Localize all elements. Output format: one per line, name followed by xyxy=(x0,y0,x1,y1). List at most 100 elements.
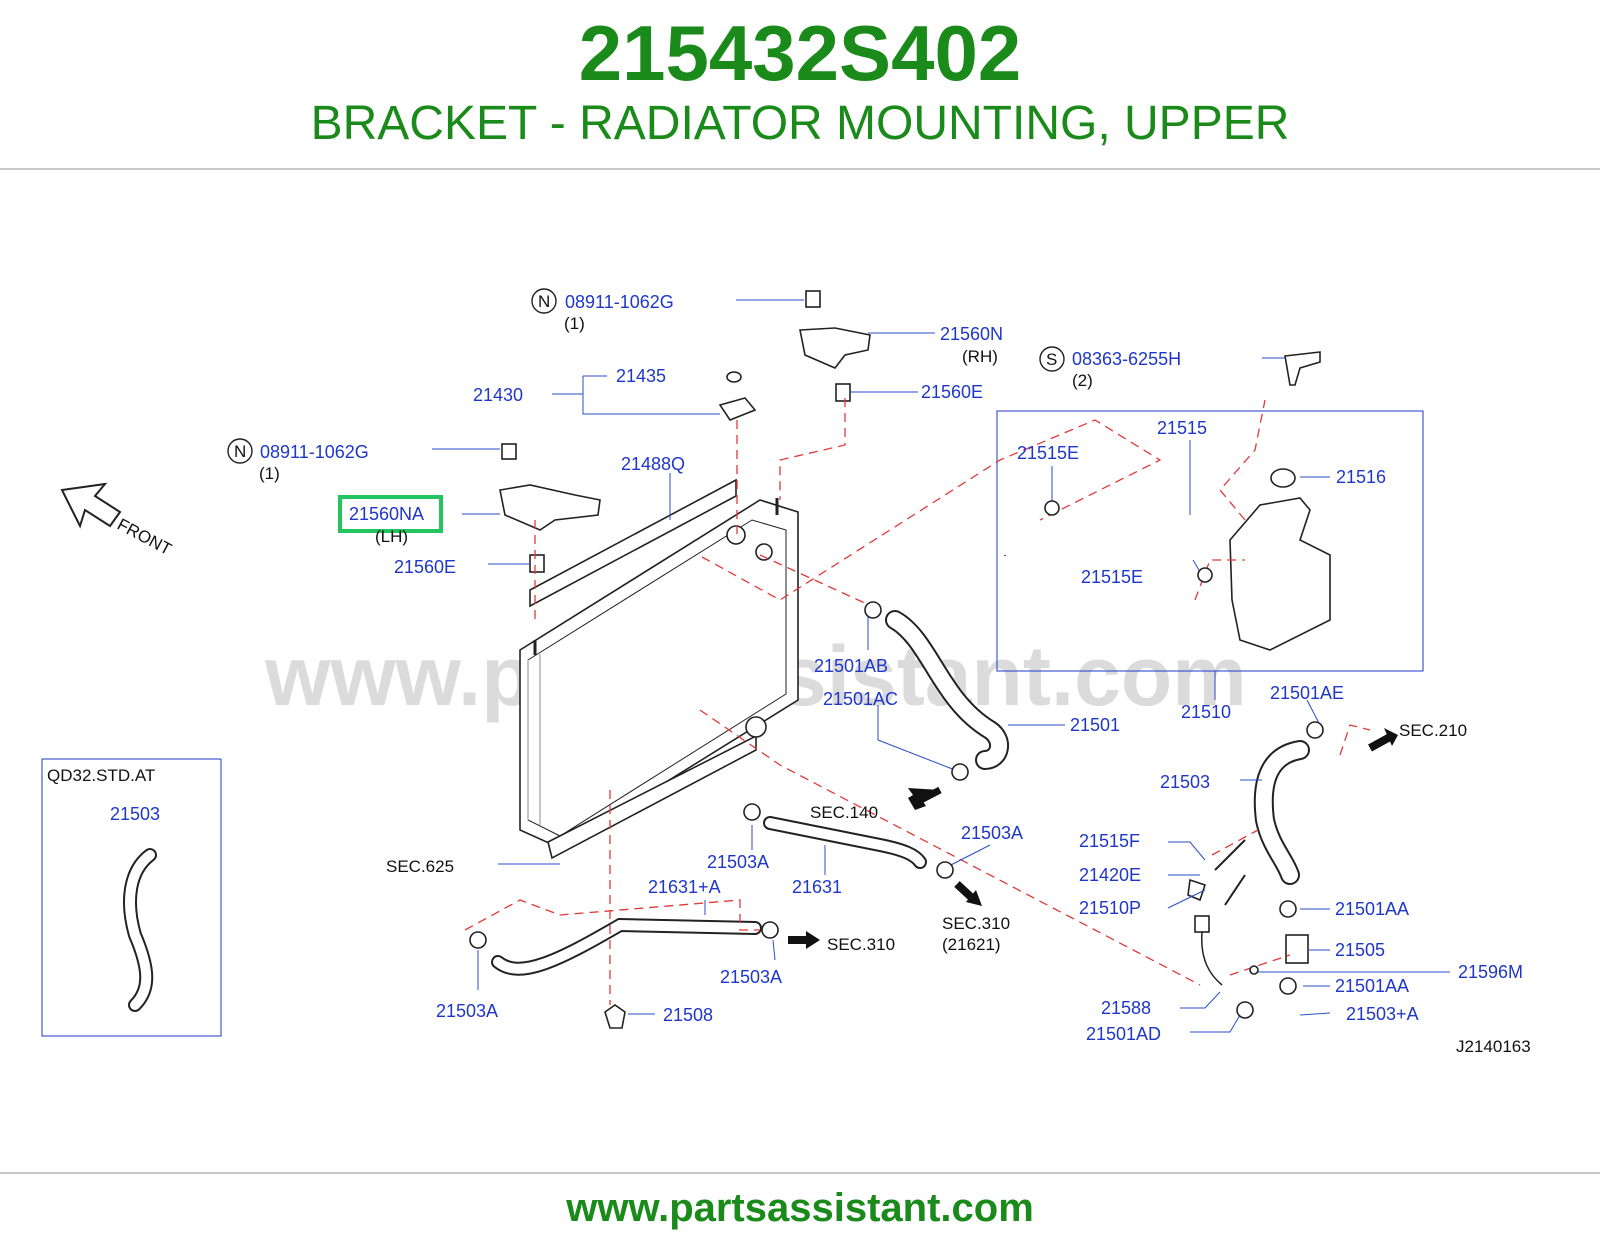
label-sec210[interactable]: SEC.210 xyxy=(1399,721,1467,740)
label-21503a-2[interactable]: 21503A xyxy=(961,823,1023,843)
label-sec140[interactable]: SEC.140 xyxy=(810,803,878,822)
clamp-icon xyxy=(1044,500,1060,516)
label-21588[interactable]: 21588 xyxy=(1101,998,1151,1018)
clamp-icon xyxy=(1279,977,1297,995)
arrow-sec310b-icon xyxy=(954,881,982,906)
clamp-icon xyxy=(951,763,969,781)
badge-n-left: N xyxy=(227,438,253,464)
arrow-sec310a-icon xyxy=(788,931,820,949)
label-n2[interactable]: 08911-1062G xyxy=(260,442,369,462)
variant-inset-box xyxy=(41,758,222,1037)
reservoir-tank xyxy=(1229,468,1331,651)
clamp-icon xyxy=(1197,567,1213,583)
label-n1[interactable]: 08911-1062G xyxy=(565,292,674,312)
seal-21430 xyxy=(718,397,757,421)
clamp-icon xyxy=(1306,721,1324,739)
label-21503-right[interactable]: 21503 xyxy=(1160,772,1210,792)
clamp-icon xyxy=(1279,900,1297,918)
reservoir-group-box xyxy=(996,410,1424,672)
label-s1[interactable]: 08363-6255H xyxy=(1072,349,1181,369)
nut-top-icon xyxy=(805,290,821,308)
label-21515f[interactable]: 21515F xyxy=(1079,831,1140,851)
label-21596m[interactable]: 21596M xyxy=(1458,962,1523,982)
svg-text:N: N xyxy=(538,292,550,311)
highlighted-part-box xyxy=(338,495,443,533)
footer-url-link[interactable]: www.partsassistant.com xyxy=(566,1186,1034,1230)
svg-text:N: N xyxy=(234,442,246,461)
part-description: BRACKET - RADIATOR MOUNTING, UPPER xyxy=(310,97,1290,150)
label-21503a-plus[interactable]: 21503+A xyxy=(1346,1004,1419,1024)
label-21503-inset[interactable]: 21503 xyxy=(110,804,160,824)
label-21510[interactable]: 21510 xyxy=(1181,702,1231,722)
label-21631[interactable]: 21631 xyxy=(792,877,842,897)
label-21621: (21621) xyxy=(942,935,1001,954)
badge-s: S xyxy=(1039,346,1065,372)
diagram-reference: J2140163 xyxy=(1456,1037,1531,1056)
drain-cock-21508 xyxy=(604,1004,626,1029)
joint-21505 xyxy=(1285,934,1309,964)
label-sec310-a[interactable]: SEC.310 xyxy=(827,935,895,954)
label-21501aa-1[interactable]: 21501AA xyxy=(1335,899,1409,919)
label-21505[interactable]: 21505 xyxy=(1335,940,1385,960)
page-header: 215432S402 BRACKET - RADIATOR MOUNTING, … xyxy=(0,0,1600,170)
clamp-icon xyxy=(1236,1001,1254,1019)
label-21510p[interactable]: 21510P xyxy=(1079,898,1141,918)
label-21631a[interactable]: 21631+A xyxy=(648,877,721,897)
badge-n-top: N xyxy=(531,288,557,314)
clamp-icon xyxy=(864,601,882,619)
clamp-icon xyxy=(936,861,954,879)
o-ring-icon xyxy=(1249,965,1259,975)
clamp-icon xyxy=(743,803,761,821)
label-21560e-top[interactable]: 21560E xyxy=(921,382,983,402)
page-footer: www.partsassistant.com xyxy=(0,1172,1600,1242)
radiator xyxy=(519,478,799,860)
label-21501ab[interactable]: 21501AB xyxy=(814,656,888,676)
bracket-21560n xyxy=(799,327,871,369)
label-21560na[interactable]: 21560NA xyxy=(349,504,424,524)
label-21420e[interactable]: 21420E xyxy=(1079,865,1141,885)
front-label: FRONT xyxy=(114,515,175,559)
label-qd32: QD32.STD.AT xyxy=(47,766,155,785)
arrow-sec140-icon xyxy=(908,786,942,810)
svg-text:S: S xyxy=(1046,350,1057,369)
clamp-icon xyxy=(761,921,779,939)
label-21560n[interactable]: 21560N xyxy=(940,324,1003,344)
front-arrow-icon xyxy=(60,482,122,529)
label-21501ae[interactable]: 21501AE xyxy=(1270,683,1344,703)
label-rh: (RH) xyxy=(962,347,998,366)
label-n2-qty: (1) xyxy=(259,464,280,483)
label-s1-qty: (2) xyxy=(1072,371,1093,390)
label-sec625[interactable]: SEC.625 xyxy=(386,857,454,876)
grommet-left-icon xyxy=(529,554,545,573)
label-21501[interactable]: 21501 xyxy=(1070,715,1120,735)
label-21501ad[interactable]: 21501AD xyxy=(1086,1024,1161,1044)
label-21503a-3[interactable]: 21503A xyxy=(720,967,782,987)
clamp-icon xyxy=(469,931,487,949)
arrow-sec210-icon xyxy=(1368,728,1398,752)
label-21488q[interactable]: 21488Q xyxy=(621,454,685,474)
label-21430[interactable]: 21430 xyxy=(473,385,523,405)
label-21501aa-2[interactable]: 21501AA xyxy=(1335,976,1409,996)
reservoir-hose xyxy=(1003,515,1203,571)
label-21515e-a[interactable]: 21515E xyxy=(1017,443,1079,463)
bolt-icon xyxy=(1284,351,1321,386)
label-sec310-b[interactable]: SEC.310 xyxy=(942,914,1010,933)
label-lh: (LH) xyxy=(375,527,408,546)
bracket-21560na xyxy=(499,484,601,531)
label-21515e-b[interactable]: 21515E xyxy=(1081,567,1143,587)
label-21503a-1[interactable]: 21503A xyxy=(707,852,769,872)
label-21516[interactable]: 21516 xyxy=(1336,467,1386,487)
clip-21515f xyxy=(1214,839,1246,906)
label-21503a-4[interactable]: 21503A xyxy=(436,1001,498,1021)
label-21560e-left[interactable]: 21560E xyxy=(394,557,456,577)
label-21435[interactable]: 21435 xyxy=(616,366,666,386)
nut-left-icon xyxy=(501,443,517,460)
label-n1-qty: (1) xyxy=(564,314,585,333)
label-21515[interactable]: 21515 xyxy=(1157,418,1207,438)
sensor-21588 xyxy=(1194,915,1210,933)
label-21501ac[interactable]: 21501AC xyxy=(823,689,898,709)
part-number-title: 215432S402 xyxy=(578,9,1022,97)
label-21508[interactable]: 21508 xyxy=(663,1005,713,1025)
grommet-top-icon xyxy=(835,383,851,402)
